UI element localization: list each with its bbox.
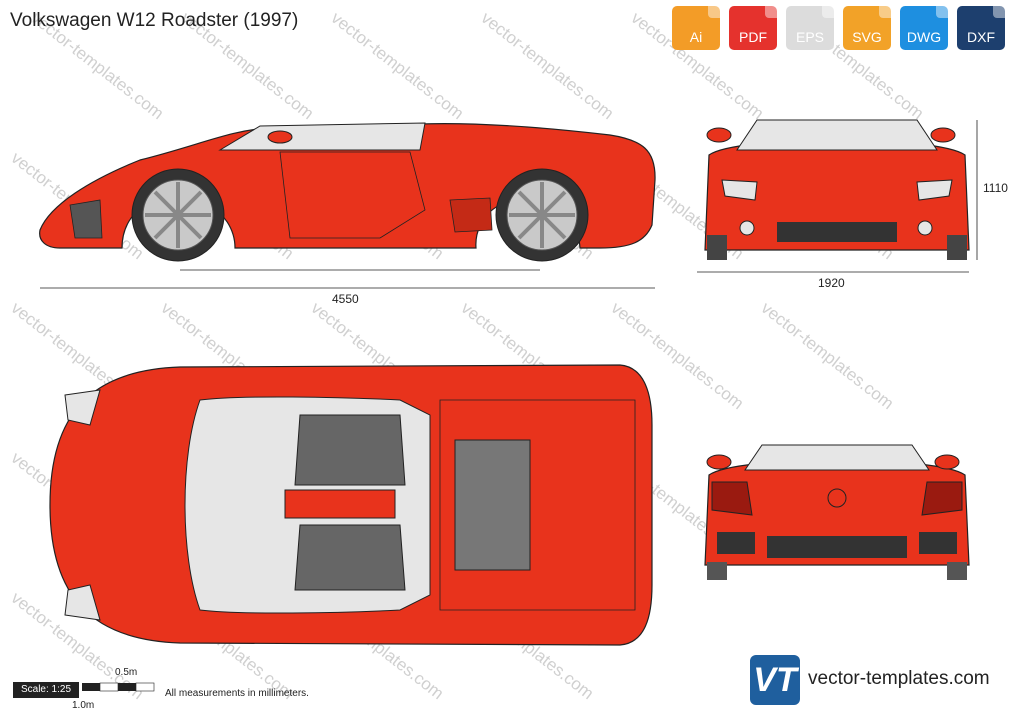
- left-headlight-icon: [721, 179, 758, 201]
- top-headlight-left: [64, 389, 101, 426]
- top-seat-left: [294, 414, 406, 486]
- right-tire: [947, 235, 967, 260]
- top-console: [284, 489, 396, 519]
- left-tire: [707, 235, 727, 260]
- vt-logo-icon[interactable]: VT: [750, 655, 800, 705]
- watermark-text: vector-templates.com: [758, 298, 898, 413]
- front-windshield: [736, 119, 938, 151]
- front-grille: [777, 222, 897, 242]
- top-headlight-right: [64, 584, 101, 621]
- rear-window: [744, 444, 930, 471]
- right-exhaust-icon: [919, 532, 957, 554]
- left-exhaust-icon: [717, 532, 755, 554]
- left-mirror-icon: [706, 454, 732, 470]
- width-label: 1920: [818, 276, 845, 290]
- format-label: Ai: [689, 29, 703, 45]
- top-seat-right: [294, 524, 406, 591]
- left-taillight-icon: [711, 481, 753, 516]
- top-view-drawing: [49, 364, 653, 646]
- mirror-icon: [267, 130, 293, 144]
- watermark-text: vector-templates.com: [478, 8, 618, 123]
- top-rear-deck: [439, 399, 636, 611]
- side-windshield: [218, 122, 426, 151]
- page-title: Volkswagen W12 Roadster (1997): [10, 10, 299, 31]
- right-mirror-icon: [934, 454, 960, 470]
- pdf-download-button[interactable]: PDF: [729, 6, 777, 50]
- length-dimension: [40, 269, 655, 289]
- rear-view-drawing: [704, 444, 970, 580]
- length-label: 4550: [332, 292, 359, 306]
- scale-half-label: 0.5m: [115, 667, 138, 678]
- rear-diffuser: [767, 536, 907, 558]
- vw-badge-icon: [827, 488, 847, 508]
- engine-bay: [454, 439, 531, 571]
- side-front-vent: [69, 199, 103, 239]
- measurement-note: All measurements in millimeters.: [165, 688, 309, 699]
- format-label: PDF: [739, 29, 767, 45]
- fog-light-icon: [917, 220, 933, 236]
- dxf-download-button[interactable]: DXF: [957, 6, 1005, 50]
- side-door-line: [279, 151, 426, 239]
- scale-full-label: 1.0m: [72, 700, 95, 711]
- left-tire: [707, 562, 727, 580]
- watermark-text: vector-templates.com: [328, 8, 468, 123]
- scale-label: Scale: 1:25: [13, 682, 79, 698]
- format-label: DXF: [967, 29, 995, 45]
- scale-bar: [82, 682, 155, 692]
- format-label: SVG: [852, 29, 882, 45]
- right-mirror-icon: [930, 127, 956, 143]
- left-mirror-icon: [706, 127, 732, 143]
- site-url-link[interactable]: vector-templates.com: [808, 668, 990, 689]
- right-headlight-icon: [916, 179, 953, 201]
- eps-download-button[interactable]: EPS: [786, 6, 834, 50]
- format-label: DWG: [906, 29, 942, 45]
- svg-download-button[interactable]: SVG: [843, 6, 891, 50]
- ai-download-button[interactable]: Ai: [672, 6, 720, 50]
- front-view-drawing: [697, 119, 978, 273]
- format-label: EPS: [795, 29, 824, 45]
- right-taillight-icon: [921, 481, 963, 516]
- format-buttons: Ai PDF EPS SVG DWG DXF: [672, 6, 1005, 50]
- dwg-download-button[interactable]: DWG: [900, 6, 948, 50]
- side-intake: [449, 197, 493, 233]
- side-view-drawing: [39, 122, 656, 289]
- fog-light-icon: [739, 220, 755, 236]
- right-tire: [947, 562, 967, 580]
- height-label: 1110: [983, 181, 1008, 195]
